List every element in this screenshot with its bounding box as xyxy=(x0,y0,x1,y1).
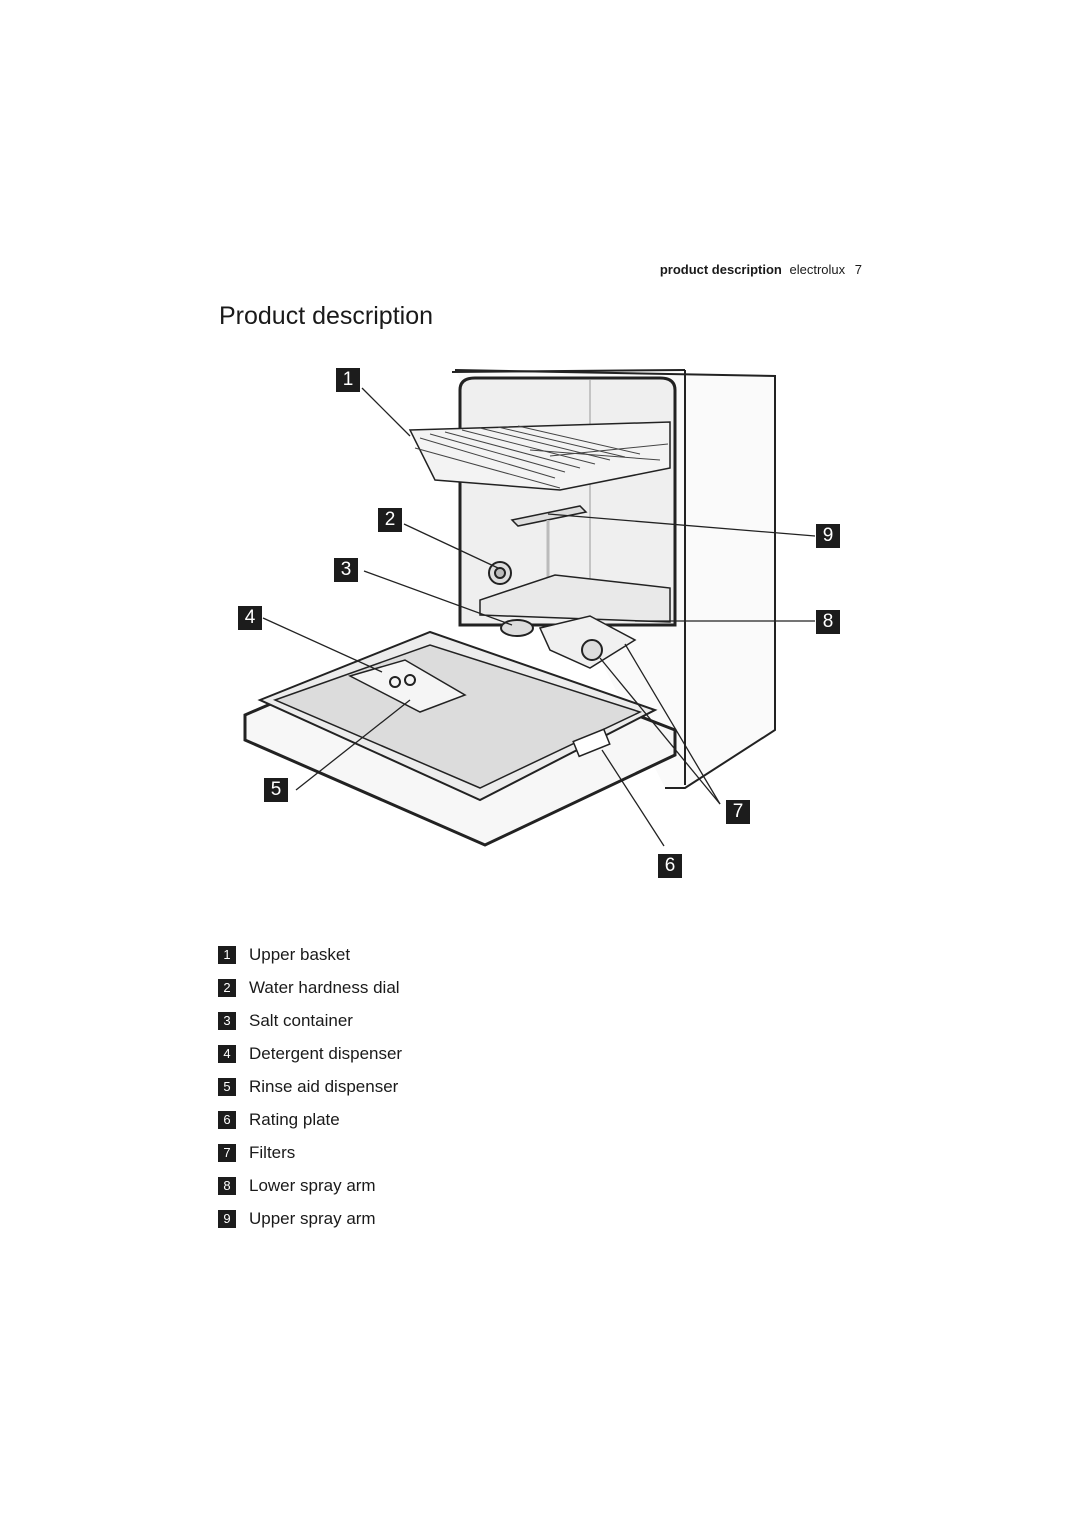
legend-item: 8 Lower spray arm xyxy=(218,1169,402,1202)
callout-7: 7 xyxy=(726,800,750,824)
legend-label: Upper spray arm xyxy=(249,1208,376,1228)
legend-number: 6 xyxy=(218,1110,236,1129)
legend-number: 8 xyxy=(218,1176,236,1195)
page-number: 7 xyxy=(854,262,862,277)
legend-label: Upper basket xyxy=(249,944,351,964)
legend-label: Lower spray arm xyxy=(249,1175,376,1195)
legend-number: 5 xyxy=(218,1077,236,1096)
dishwasher-illustration xyxy=(243,369,816,847)
legend-item: 6 Rating plate xyxy=(218,1103,402,1136)
legend-number: 3 xyxy=(218,1011,236,1030)
legend-item: 7 Filters xyxy=(218,1136,402,1169)
callout-3: 3 xyxy=(334,558,358,582)
parts-legend: 1 Upper basket 2 Water hardness dial 3 Salt… xyxy=(218,938,402,1235)
callout-9: 9 xyxy=(816,524,840,548)
legend-item: 1 Upper basket xyxy=(218,938,402,971)
callout-8: 8 xyxy=(816,610,840,634)
header-brand: electrolux xyxy=(789,262,846,277)
callout-2: 2 xyxy=(378,508,402,532)
legend-label: Rating plate xyxy=(249,1109,340,1129)
legend-item: 2 Water hardness dial xyxy=(218,971,402,1004)
dishwasher-diagram: 1 2 3 4 5 6 7 8 9 xyxy=(230,360,850,880)
legend-item: 3 Salt container xyxy=(218,1004,402,1037)
legend-label: Filters xyxy=(249,1142,296,1162)
legend-label: Water hardness dial xyxy=(249,977,400,997)
legend-number: 1 xyxy=(218,945,236,964)
running-header: product description electrolux 7 xyxy=(660,262,862,277)
legend-number: 4 xyxy=(218,1044,236,1063)
legend-label: Detergent dispenser xyxy=(249,1043,403,1063)
callout-5: 5 xyxy=(264,778,288,802)
legend-label: Rinse aid dispenser xyxy=(249,1076,399,1096)
callout-4: 4 xyxy=(238,606,262,630)
callout-1: 1 xyxy=(336,368,360,392)
callout-6: 6 xyxy=(658,854,682,878)
legend-item: 4 Detergent dispenser xyxy=(218,1037,402,1070)
legend-item: 5 Rinse aid dispenser xyxy=(218,1070,402,1103)
header-section: product description xyxy=(659,262,782,277)
legend-number: 7 xyxy=(218,1143,236,1162)
legend-number: 9 xyxy=(218,1209,236,1228)
page-title: Product description xyxy=(219,302,434,330)
legend-label: Salt container xyxy=(249,1010,353,1030)
legend-item: 9 Upper spray arm xyxy=(218,1202,402,1235)
legend-number: 2 xyxy=(218,978,236,997)
